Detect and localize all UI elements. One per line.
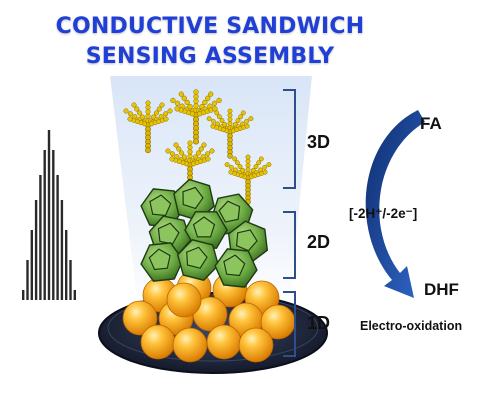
barcode-bar — [39, 175, 42, 300]
nanosphere-layer-1d — [122, 270, 296, 363]
polyhedra-layer-2d — [140, 178, 269, 288]
process-label: Electro-oxidation — [360, 319, 462, 333]
barcode-bar — [56, 175, 59, 300]
barcode-bar — [52, 150, 55, 300]
dodecahedron — [140, 242, 184, 282]
nanosphere — [166, 282, 202, 318]
nanotree — [224, 154, 272, 205]
plate-rim — [107, 294, 319, 362]
barcode-bar — [73, 290, 76, 300]
reaction-arrow-icon — [365, 110, 425, 298]
title-line-2: SENSING ASSEMBLY — [85, 44, 335, 69]
dodecahedron — [173, 178, 215, 222]
barcode-bar — [43, 150, 46, 300]
bracket-2d — [283, 211, 296, 279]
barcode-bar — [22, 290, 25, 300]
nanosphere — [172, 327, 208, 363]
barcode-bar — [34, 200, 38, 300]
layer-label-1d: 1D — [307, 313, 330, 333]
layer-label-2d: 2D — [307, 232, 330, 252]
dodecahedron — [214, 248, 258, 288]
dodecahedron — [176, 239, 220, 281]
title-line-1: CONDUCTIVE SANDWICH — [55, 14, 365, 39]
layer-label-3d: 3D — [307, 132, 330, 152]
nanosphere — [238, 327, 274, 363]
nanosphere — [206, 324, 242, 360]
barcode-bar — [47, 130, 51, 300]
reactant-label: FA — [420, 114, 442, 133]
reaction-conditions: [-2H⁺/-2e⁻] — [349, 206, 417, 221]
nanosphere — [140, 324, 176, 360]
barcode-bar — [26, 260, 29, 300]
nanostructure-trees-3d — [123, 89, 272, 205]
product-label: DHF — [424, 280, 459, 299]
dodecahedron — [184, 211, 228, 249]
nanotree — [206, 108, 254, 159]
upward-barcode-arrow-icon — [22, 130, 76, 300]
barcode-bar — [60, 200, 64, 300]
nanotree — [170, 89, 222, 145]
bracket-3d — [283, 89, 296, 189]
barcode-bar — [65, 230, 68, 300]
nanosphere — [122, 300, 158, 336]
bracket-1d — [283, 291, 296, 357]
barcode-bar — [69, 260, 72, 300]
nanotree — [123, 100, 173, 154]
barcode-bar — [30, 230, 33, 300]
